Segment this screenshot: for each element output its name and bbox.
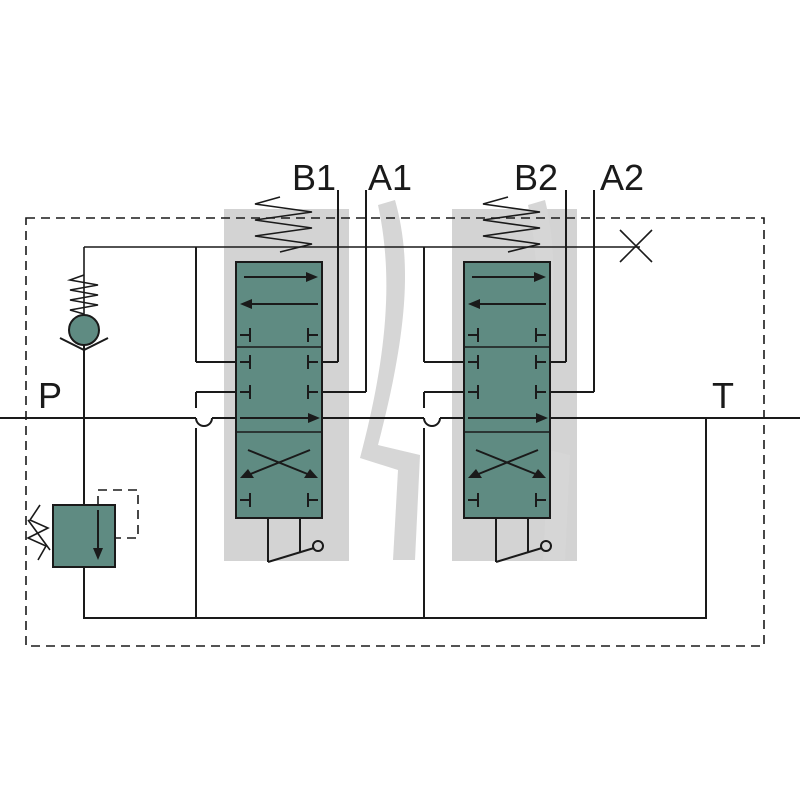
check-seat	[59, 337, 109, 352]
relief-body	[52, 504, 116, 568]
return-spring-icon-2	[482, 196, 541, 253]
check-ball	[68, 314, 100, 346]
port-label-b2: B2	[514, 157, 558, 198]
plugged-port-icon	[619, 229, 653, 263]
port-label-a2: A2	[600, 157, 644, 198]
hand-lever-icon-2	[495, 518, 552, 563]
port-label-p: P	[38, 375, 62, 416]
pressure-relief-valve-icon	[26, 489, 139, 568]
block-boundary	[25, 217, 765, 647]
port-label-a1: A1	[368, 157, 412, 198]
crossover-right	[423, 417, 441, 427]
port-label-b1: B1	[292, 157, 336, 198]
return-line	[83, 418, 707, 619]
spring-check-valve-icon	[59, 274, 109, 352]
directional-spool-valve-1	[235, 196, 324, 563]
check-spring	[66, 274, 99, 315]
port-label-t: T	[712, 375, 734, 416]
return-spring-icon	[254, 196, 313, 253]
directional-spool-valve-2	[463, 196, 552, 563]
crossover-left	[195, 417, 213, 427]
hand-lever-icon	[267, 518, 324, 563]
watermark-swoosh-left	[360, 200, 420, 560]
relief-pilot	[97, 489, 139, 539]
